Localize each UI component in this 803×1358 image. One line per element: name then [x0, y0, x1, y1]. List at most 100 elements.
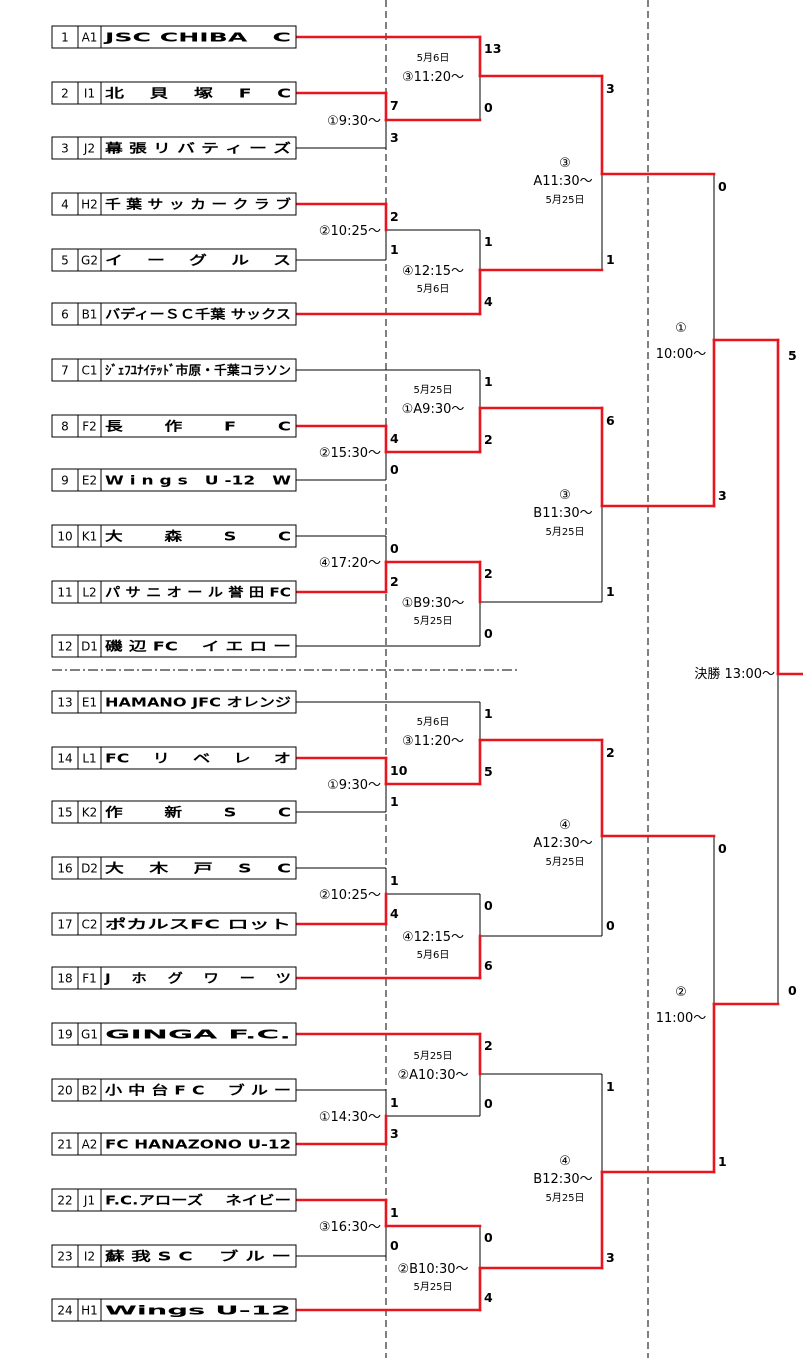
team-box	[51, 746, 297, 770]
team-seed: H2	[81, 198, 98, 212]
match-time: ①9:30～	[327, 778, 381, 793]
match-number: ④	[559, 818, 571, 833]
team-seed: E2	[82, 474, 97, 488]
team-number: 8	[61, 420, 69, 434]
team-box	[51, 25, 297, 49]
score-bottom: 1	[606, 584, 615, 599]
match-time: ③11:20～	[402, 70, 464, 85]
match-time: ①A9:30～	[402, 402, 465, 417]
final-match-time: 決勝 13:00～	[694, 667, 775, 682]
score-top: 5	[788, 348, 797, 363]
match-date: 5月25日	[545, 194, 584, 206]
team-name: ｼﾞｪﾌﾕﾅｲﾃｯﾄﾞ市原・千葉コラソン	[105, 363, 291, 378]
match-date: 5月25日	[413, 384, 452, 396]
score-top: 1	[390, 1205, 399, 1220]
team-name: 千 葉 サ ッ カ ー ク ラ ブ	[105, 197, 292, 212]
score-top: 1	[390, 1095, 399, 1110]
score-top: 7	[390, 98, 399, 113]
team-name: FC HANAZONO U-12	[105, 1137, 291, 1152]
match-time: ①14:30～	[319, 1110, 381, 1125]
match-date: 5月6日	[417, 283, 450, 295]
score-top: 2	[606, 745, 615, 760]
team-seed: A1	[82, 31, 98, 45]
team-name: HAMANO JFC オレンジ	[105, 695, 292, 710]
team-seed: K2	[82, 806, 98, 820]
team-seed: I2	[84, 1250, 95, 1264]
team-seed: G2	[81, 254, 98, 268]
match-date: 5月6日	[417, 949, 450, 961]
match-date: 5月25日	[545, 856, 584, 868]
match-date: 5月25日	[413, 615, 452, 627]
team-seed: F1	[82, 972, 97, 986]
team-number: 2	[61, 87, 69, 101]
score-top: 6	[606, 413, 615, 428]
team-number: 13	[57, 696, 72, 710]
match-labels: ①9:30～73②10:25～21②15:30～40④17:20～02①9:30…	[319, 41, 797, 1305]
score-top: 1	[484, 234, 493, 249]
match-date: 5月25日	[413, 1050, 452, 1062]
team-number: 21	[57, 1138, 72, 1152]
team-box	[51, 358, 297, 382]
team-name: W i n g s U -12 W	[105, 473, 291, 488]
team-seed: K1	[82, 530, 98, 544]
score-top: 0	[718, 179, 727, 194]
bracket-lines	[294, 35, 803, 1312]
score-top: 13	[484, 41, 501, 56]
score-top: 0	[390, 541, 399, 556]
match-date: 5月25日	[413, 1281, 452, 1293]
team-box	[51, 524, 297, 548]
score-bottom: 3	[606, 1250, 615, 1265]
team-number: 17	[57, 918, 72, 932]
score-bottom: 4	[390, 906, 399, 921]
team-seed: I1	[84, 87, 95, 101]
match-time: 10:00～	[656, 347, 706, 362]
team-name: ポカルスFC ロット	[105, 917, 291, 932]
score-bottom: 0	[788, 983, 797, 998]
team-number: 24	[57, 1304, 72, 1318]
score-bottom: 0	[390, 462, 399, 477]
team-seed: G1	[81, 1028, 98, 1042]
team-name: イ ー グ ル ス	[105, 253, 291, 268]
score-bottom: 0	[606, 918, 615, 933]
score-top: 0	[718, 841, 727, 856]
score-bottom: 0	[484, 100, 493, 115]
match-date: 5月6日	[417, 52, 450, 64]
team-box	[51, 192, 297, 216]
score-top: 3	[606, 81, 615, 96]
match-time: ③11:20～	[402, 734, 464, 749]
team-box	[51, 634, 297, 658]
team-number: 18	[57, 972, 72, 986]
team-number: 16	[57, 862, 72, 876]
score-top: 2	[484, 1038, 493, 1053]
score-bottom: 1	[606, 252, 615, 267]
team-number: 1	[61, 31, 69, 45]
team-seed: L2	[82, 586, 96, 600]
team-number: 11	[57, 586, 72, 600]
team-seed: F2	[82, 420, 97, 434]
match-time: ④12:15～	[402, 264, 464, 279]
team-seed: H1	[81, 1304, 98, 1318]
score-bottom: 0	[390, 1238, 399, 1253]
match-number: ③	[559, 488, 571, 503]
team-name: GINGA F.C.	[105, 1027, 291, 1042]
team-seed: D2	[81, 862, 98, 876]
team-number: 15	[57, 806, 72, 820]
team-number: 10	[57, 530, 72, 544]
team-number: 12	[57, 640, 72, 654]
team-name: 作 新 S C	[105, 805, 291, 820]
team-number: 22	[57, 1194, 72, 1208]
